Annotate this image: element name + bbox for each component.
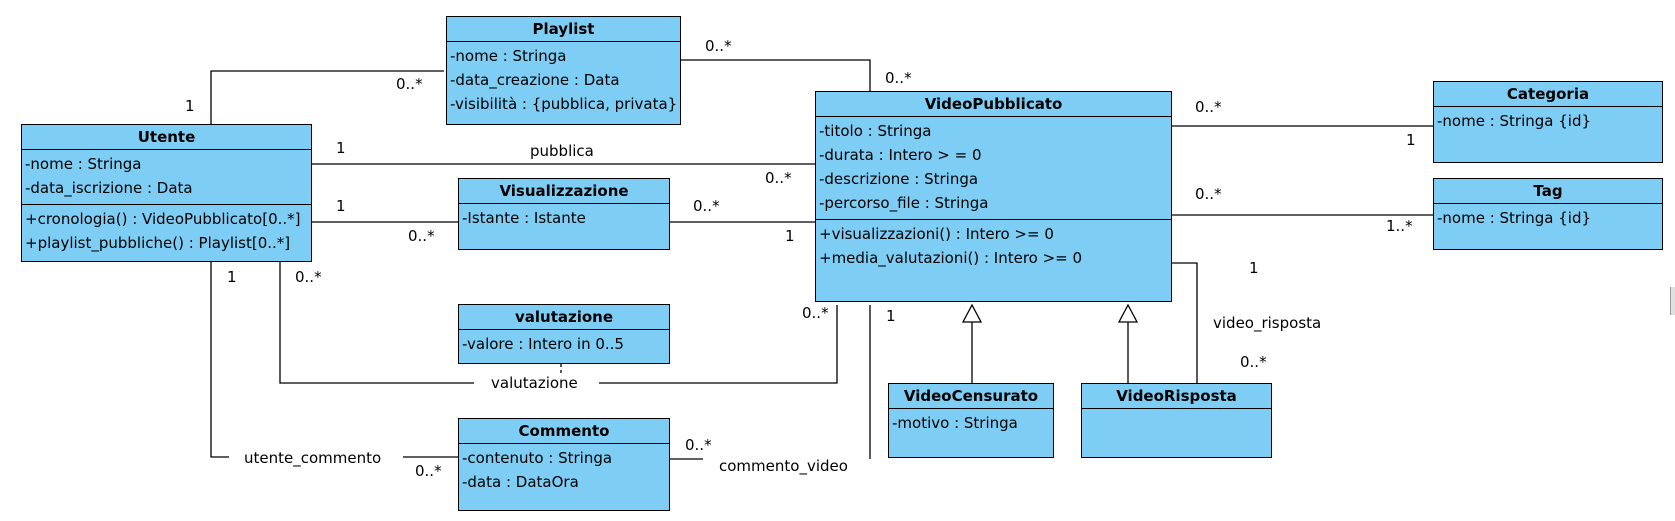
class-title: VideoPubblicato	[816, 92, 1171, 117]
multiplicity: 0..*	[295, 268, 322, 286]
assoc-valutazione-left	[279, 262, 474, 384]
class-attributes: -nome : Stringa {id}	[1434, 107, 1662, 137]
multiplicity: 0..*	[685, 436, 712, 454]
multiplicity: 1	[785, 227, 795, 245]
class-attribute: -nome : Stringa	[25, 155, 142, 173]
class-title: Categoria	[1434, 82, 1662, 107]
class-operation: +media_valutazioni() : Intero >= 0	[819, 249, 1083, 267]
multiplicity: 0..*	[765, 169, 792, 187]
multiplicity: 0..*	[408, 227, 435, 245]
multiplicity: 0..*	[705, 37, 732, 55]
class-attributes: -valore : Intero in 0..5	[459, 330, 669, 360]
class-attributes: -motivo : Stringa	[889, 409, 1053, 439]
class-attribute: -descrizione : Stringa	[819, 170, 979, 188]
association-label-pubblica: pubblica	[530, 142, 594, 160]
class-attributes: -contenuto : Stringa -data : DataOra	[459, 444, 669, 498]
class-video-censurato[interactable]: VideoCensurato -motivo : Stringa	[888, 383, 1054, 458]
multiplicity: 0..*	[1195, 185, 1222, 203]
class-attribute: -data_creazione : Data	[450, 71, 620, 89]
class-attributes: -nome : Stringa -data_creazione : Data -…	[447, 42, 680, 120]
assoc-utente-commento-left	[210, 262, 229, 458]
class-title: Playlist	[447, 17, 680, 42]
class-title: VideoRisposta	[1082, 384, 1271, 409]
class-attributes: -nome : Stringa {id}	[1434, 204, 1662, 234]
class-attribute: -titolo : Stringa	[819, 122, 932, 140]
class-title: Commento	[459, 419, 669, 444]
association-label-commento-video: commento_video	[719, 457, 848, 475]
class-operations: +visualizzazioni() : Intero >= 0 +media_…	[816, 219, 1171, 274]
assoc-playlist-video	[681, 59, 871, 91]
class-title: VideoCensurato	[889, 384, 1053, 409]
multiplicity: 1	[185, 97, 195, 115]
class-attributes: -nome : Stringa -data_iscrizione : Data	[22, 150, 311, 204]
multiplicity: 0..*	[802, 304, 829, 322]
class-attribute: -nome : Stringa {id}	[1437, 209, 1592, 227]
multiplicity: 1	[886, 307, 896, 325]
class-attribute: -data : DataOra	[462, 473, 579, 491]
scrollbar-handle[interactable]	[1670, 287, 1675, 315]
multiplicity: 0..*	[396, 75, 423, 93]
multiplicity: 1	[336, 139, 346, 157]
class-attribute: -durata : Intero > = 0	[819, 146, 982, 164]
multiplicity: 0..*	[885, 69, 912, 87]
class-attribute: -data_iscrizione : Data	[25, 179, 193, 197]
class-operation: +cronologia() : VideoPubblicato[0..*]	[25, 210, 301, 228]
multiplicity: 1	[227, 268, 237, 286]
class-title: Tag	[1434, 179, 1662, 204]
class-attribute: -contenuto : Stringa	[462, 449, 613, 467]
class-attribute: -nome : Stringa	[450, 47, 567, 65]
class-valutazione[interactable]: valutazione -valore : Intero in 0..5	[458, 304, 670, 364]
multiplicity: 1..*	[1386, 217, 1413, 235]
multiplicity: 0..*	[1195, 98, 1222, 116]
class-video-risposta[interactable]: VideoRisposta	[1081, 383, 1272, 458]
class-attribute: -percorso_file : Stringa	[819, 194, 989, 212]
class-attribute: -nome : Stringa {id}	[1437, 112, 1592, 130]
class-attribute: -valore : Intero in 0..5	[462, 335, 624, 353]
class-title: valutazione	[459, 305, 669, 330]
association-label-valutazione: valutazione	[491, 374, 578, 392]
class-categoria[interactable]: Categoria -nome : Stringa {id}	[1433, 81, 1663, 163]
class-utente[interactable]: Utente -nome : Stringa -data_iscrizione …	[21, 124, 312, 262]
class-commento[interactable]: Commento -contenuto : Stringa -data : Da…	[458, 418, 670, 511]
multiplicity: 0..*	[415, 462, 442, 480]
multiplicity: 0..*	[693, 197, 720, 215]
class-attribute: -motivo : Stringa	[892, 414, 1018, 432]
class-operations: +cronologia() : VideoPubblicato[0..*] +p…	[22, 204, 311, 259]
class-video-pubblicato[interactable]: VideoPubblicato -titolo : Stringa -durat…	[815, 91, 1172, 302]
multiplicity: 1	[1406, 131, 1416, 149]
assoc-utente-playlist	[210, 70, 444, 124]
class-attributes: -Istante : Istante	[459, 204, 669, 234]
class-tag[interactable]: Tag -nome : Stringa {id}	[1433, 178, 1663, 250]
class-operation: +visualizzazioni() : Intero >= 0	[819, 225, 1054, 243]
class-attribute: -Istante : Istante	[462, 209, 586, 227]
assoc-video-risposta	[1172, 262, 1198, 383]
class-title: Utente	[22, 125, 311, 150]
class-visualizzazione[interactable]: Visualizzazione -Istante : Istante	[458, 178, 670, 250]
assoc-valutazione-right	[599, 305, 838, 384]
multiplicity: 1	[1249, 259, 1259, 277]
class-title: Visualizzazione	[459, 179, 669, 204]
class-attribute: -visibilità : {pubblica, privata}	[450, 95, 678, 113]
class-attributes: -titolo : Stringa -durata : Intero > = 0…	[816, 117, 1171, 219]
association-label-video-risposta: video_risposta	[1213, 314, 1322, 332]
generalization-arrow-risposta	[1117, 303, 1139, 323]
multiplicity: 1	[336, 197, 346, 215]
generalization-arrow-censurato	[961, 303, 983, 323]
multiplicity: 0..*	[1240, 353, 1267, 371]
class-operation: +playlist_pubbliche() : Playlist[0..*]	[25, 234, 291, 252]
association-label-utente-commento: utente_commento	[244, 449, 382, 467]
class-playlist[interactable]: Playlist -nome : Stringa -data_creazione…	[446, 16, 681, 125]
